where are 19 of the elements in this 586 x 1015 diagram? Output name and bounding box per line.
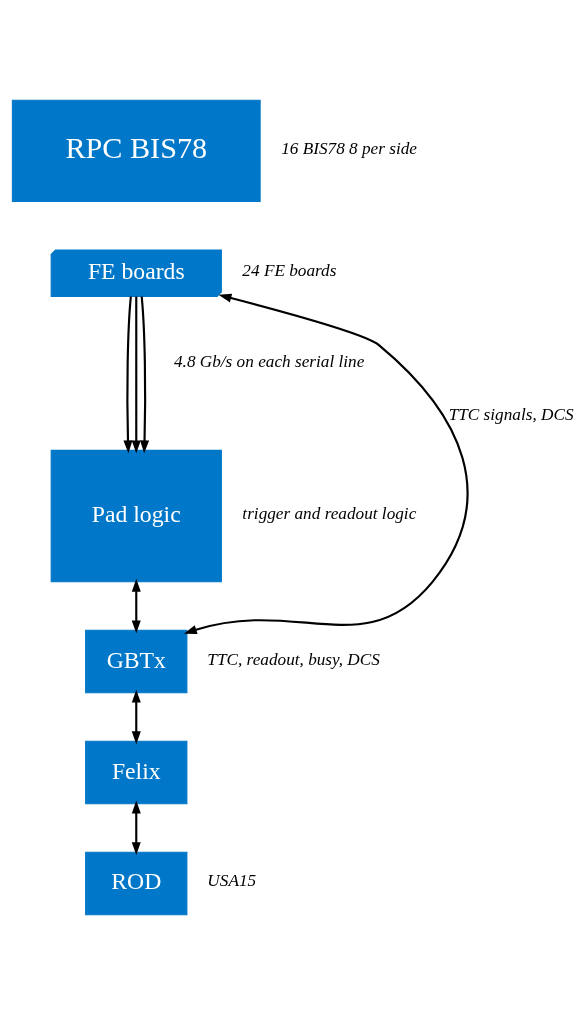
label: TTC, readout, busy, DCS [207,649,380,669]
arrow [123,296,133,454]
label: USA15 [207,871,257,891]
node-box: Felix [85,740,188,805]
arrow [131,578,141,634]
arrow [131,689,141,745]
node-label: trigger and readout logic [242,504,417,524]
arrow [140,296,150,454]
node-box: GBTx [85,629,188,694]
edge-label: TTC signals, DCS [448,405,574,425]
node-box: RPC BIS78 [11,99,261,203]
arrow [131,800,141,856]
arrow [131,296,141,454]
arrow [183,293,469,634]
node-box: Pad logic [50,449,222,583]
node-box: ROD [85,851,188,916]
label: 4.8 Gb/s on each serial line [173,352,365,372]
node-label: 24 FE boards [242,261,337,281]
node-label: 16 BIS78 8 per side [281,138,417,158]
